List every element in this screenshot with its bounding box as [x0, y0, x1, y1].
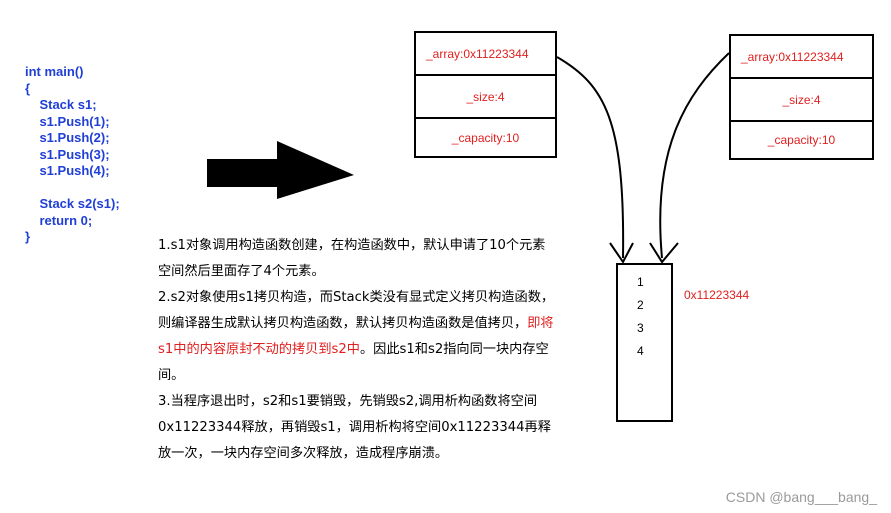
memory-value: 4: [637, 344, 644, 358]
explanation-p2-text: 2.s2对象使用s1拷贝构造，而Stack类没有显式定义拷贝构造函数，则编译器生…: [158, 290, 555, 331]
watermark: CSDN @bang___bang_: [725, 489, 877, 505]
s1-pointer-line: [556, 56, 625, 259]
explanation-paragraph-2: 2.s2对象使用s1拷贝构造，而Stack类没有显式定义拷贝构造函数，则编译器生…: [158, 285, 558, 389]
code-line: int main(): [25, 64, 84, 79]
explanation-paragraph-3: 3.当程序退出时，s2和s1要销毁，先销毁s2,调用析构函数将空间0x11223…: [158, 394, 551, 461]
s2-size-field: _size:4: [731, 79, 872, 122]
s2-object: _array:0x11223344 _size:4 _capacity:10: [729, 34, 874, 160]
code-line: s1.Push(1);: [25, 113, 110, 129]
code-line: }: [25, 229, 31, 244]
explanation-text: 1.s1对象调用构造函数创建，在构造函数中，默认申请了10个元素空间然后里面存了…: [158, 233, 558, 467]
s1-size-field: _size:4: [416, 76, 555, 119]
explanation-paragraph-1: 1.s1对象调用构造函数创建，在构造函数中，默认申请了10个元素空间然后里面存了…: [158, 238, 546, 279]
s2-capacity-field: _capacity:10: [767, 133, 836, 147]
big-arrow-icon: [207, 141, 354, 199]
s2-pointer-head-icon: [649, 242, 679, 264]
s1-array-field: _array:0x11223344: [416, 33, 555, 76]
code-line: Stack s2(s1);: [25, 196, 120, 211]
code-line: {: [25, 80, 31, 96]
memory-address-label: 0x11223344: [684, 288, 750, 302]
code-block: int main() { Stack s1; s1.Push(1); s1.Pu…: [25, 64, 120, 246]
explanation-p2-highlight: 即将s1中的内容原封不动的拷贝到s2中: [158, 316, 554, 357]
s2-array-field: _array:0x11223344: [731, 36, 872, 79]
code-line: s1.Push(3);: [25, 146, 110, 162]
s2-pointer-line: [659, 52, 730, 259]
code-line: return 0;: [25, 212, 93, 228]
memory-value: 1: [637, 275, 644, 289]
memory-value: 3: [637, 321, 644, 335]
memory-block: 1 2 3 4: [616, 263, 673, 422]
memory-value: 2: [637, 298, 644, 312]
explanation-p2-tail: 。因此s1和s2指向同一块内存空间。: [158, 342, 549, 383]
s1-pointer-head-icon: [609, 242, 634, 264]
s1-object: _array:0x11223344 _size:4 _capacity:10: [414, 31, 557, 158]
code-line: s1.Push(2);: [25, 130, 110, 145]
code-line: Stack s1;: [25, 97, 97, 112]
code-line: s1.Push(4);: [25, 163, 110, 178]
s1-capacity-field: _capacity:10: [451, 130, 520, 145]
